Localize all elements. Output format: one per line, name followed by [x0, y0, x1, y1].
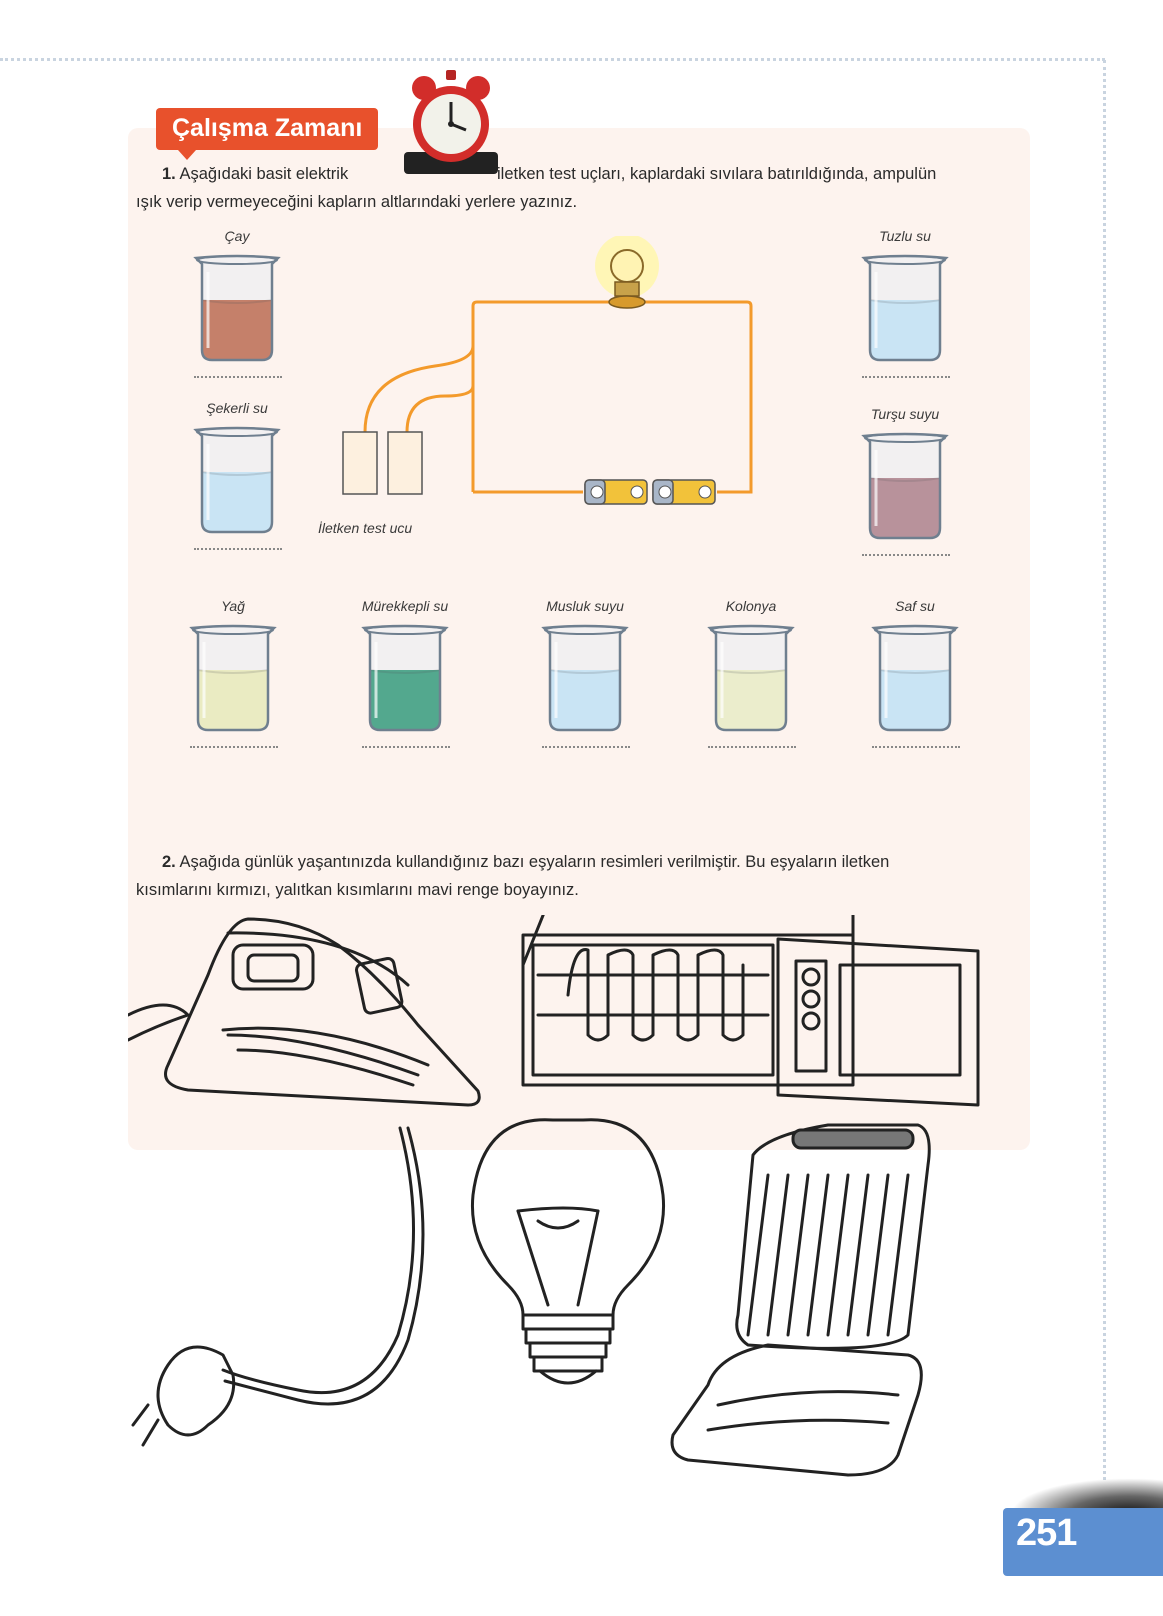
- alarm-clock-icon: [404, 70, 498, 174]
- beaker-icon: [861, 254, 949, 362]
- beaker-icon: [193, 426, 281, 534]
- beaker-label: Mürekkepli su: [361, 598, 449, 614]
- right-dotted-border: [1103, 60, 1106, 1480]
- answer-dotted-line[interactable]: [862, 376, 950, 378]
- answer-dotted-line[interactable]: [194, 548, 282, 550]
- beaker-icon: [361, 624, 449, 732]
- plug-cable-icon: [131, 1126, 425, 1447]
- beaker-icon: [707, 624, 795, 732]
- beaker-icon: [193, 254, 281, 362]
- beaker-label: Musluk suyu: [546, 598, 624, 614]
- circuit-diagram: [342, 236, 753, 505]
- beaker-label: Yağ: [221, 598, 245, 614]
- beaker-label: Saf su: [895, 598, 935, 614]
- probe-label: İletken test ucu: [318, 520, 413, 536]
- question1-line1: 1. Aşağıdaki basit elektrik: [162, 160, 1022, 189]
- top-dotted-border: [0, 58, 1105, 61]
- beaker-label: Turşu suyu: [870, 406, 940, 422]
- answer-dotted-line[interactable]: [708, 746, 796, 748]
- answer-dotted-line[interactable]: [542, 746, 630, 748]
- beaker-icon: [541, 624, 629, 732]
- beaker-label: Şekerli su: [206, 400, 268, 416]
- appliance-drawings: [128, 915, 980, 1477]
- answer-dotted-line[interactable]: [872, 746, 960, 748]
- answer-dotted-line[interactable]: [190, 746, 278, 748]
- page-number-tab: [1003, 1508, 1163, 1576]
- beaker-icon: [189, 624, 277, 732]
- beaker-icon: [871, 624, 959, 732]
- question1-line2: ışık verip vermeyeceğini kapların altlar…: [136, 193, 578, 211]
- question1-number: 1.: [162, 165, 176, 183]
- question2-text: Aşağıda günlük yaşantınızda kullandığını…: [179, 853, 890, 871]
- question1-text-b: iletken test uçları, kaplardaki sıvılara…: [497, 165, 937, 183]
- section-title: Çalışma Zamanı: [156, 108, 379, 160]
- question2-number: 2.: [162, 853, 176, 871]
- iron-icon: [128, 917, 481, 1107]
- beaker-label: Kolonya: [725, 598, 777, 614]
- refrigerator-icon: [521, 915, 980, 1107]
- toaster-grill-icon: [670, 1123, 931, 1477]
- beaker-label: Tuzlu su: [879, 228, 931, 244]
- question2-line2: kısımlarını kırmızı, yalıtkan kısımların…: [136, 881, 579, 899]
- question1-text-a: Aşağıdaki basit elektrik: [179, 165, 349, 183]
- answer-dotted-line[interactable]: [194, 376, 282, 378]
- light-bulb-icon: [470, 1118, 666, 1385]
- answer-dotted-line[interactable]: [862, 554, 950, 556]
- beaker-icon: [861, 432, 949, 540]
- beaker-label: Çay: [224, 228, 250, 244]
- answer-dotted-line[interactable]: [362, 746, 450, 748]
- question2-line1: 2. Aşağıda günlük yaşantınızda kullandığ…: [162, 848, 1032, 877]
- page-number: 251: [1016, 1512, 1077, 1554]
